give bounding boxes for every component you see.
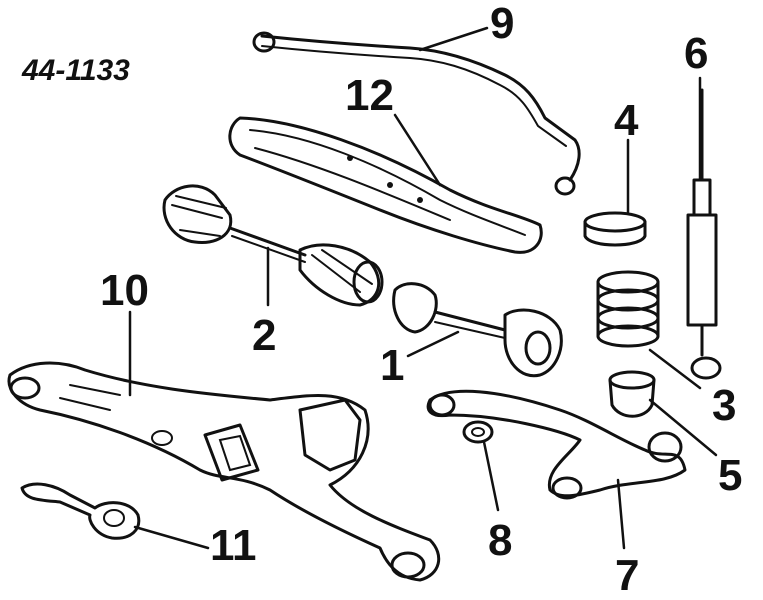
part-lower-control-arm	[426, 389, 687, 500]
part-stabilizer-bar	[252, 31, 581, 196]
callout-12: 12	[345, 71, 394, 120]
part-trailing-arm	[228, 116, 543, 254]
part-spring-seat	[583, 211, 647, 247]
part-drive-shaft	[162, 184, 384, 307]
callout-11: 11	[210, 521, 257, 570]
reference-code: 44-1133	[21, 54, 130, 87]
callout-4: 4	[614, 96, 639, 145]
callout-6: 6	[684, 29, 708, 78]
callout-9: 9	[490, 0, 514, 48]
callout-2: 2	[252, 311, 276, 360]
part-bushing	[462, 420, 494, 444]
callout-5: 5	[718, 451, 742, 500]
part-shock-absorber	[686, 88, 722, 380]
leader-lines	[128, 26, 718, 550]
part-wheel-hub	[392, 282, 563, 378]
callout-10: 10	[100, 266, 149, 315]
part-coil-spring	[596, 270, 660, 348]
part-subframe	[7, 361, 441, 582]
callout-8: 8	[488, 516, 512, 565]
callout-7: 7	[615, 551, 639, 600]
callout-3: 3	[712, 381, 736, 430]
part-bracket	[20, 482, 141, 540]
callout-1: 1	[380, 341, 404, 390]
part-bump-stop	[608, 370, 656, 418]
